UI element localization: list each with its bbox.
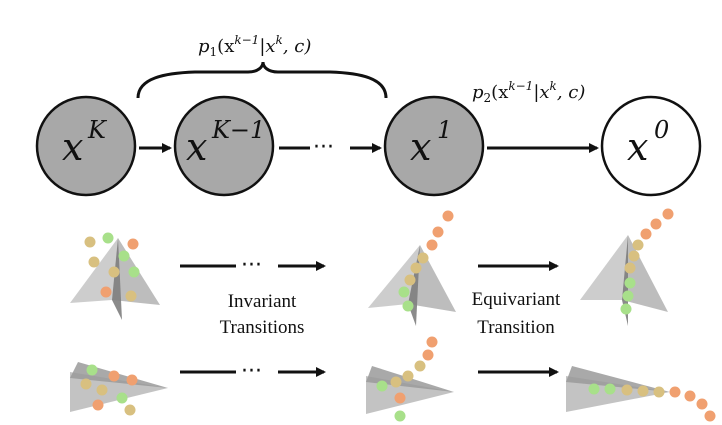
paper-plane-upright-2: [368, 245, 456, 326]
point-cloud-6: [588, 383, 716, 422]
node-xK-1: x K−1: [173, 95, 275, 197]
label-equivariant-1: Equivariant: [472, 289, 561, 310]
paper-plane-upright-1: [70, 238, 160, 320]
svg-text:x: x: [627, 125, 648, 169]
svg-text:K: K: [87, 116, 108, 144]
svg-text:x: x: [62, 125, 83, 169]
svg-text:1: 1: [437, 116, 452, 144]
point-cloud-5: [376, 336, 438, 422]
label-invariant-2: Transitions: [220, 317, 305, 338]
svg-text:x: x: [186, 125, 207, 169]
point-cloud-4: [80, 364, 138, 416]
ellipsis-top: ···: [313, 135, 334, 160]
svg-text:0: 0: [654, 116, 669, 144]
svg-text:x: x: [410, 125, 431, 169]
point-cloud-2: [398, 210, 454, 312]
node-x1: x 1: [383, 95, 485, 197]
svg-text:K−1: K−1: [211, 116, 265, 144]
label-invariant-1: Invariant: [228, 291, 297, 312]
ellipsis-mid: ···: [241, 253, 262, 278]
point-cloud-1: [84, 232, 140, 302]
ellipsis-bot: ···: [241, 359, 262, 384]
label-equivariant-2: Transition: [477, 317, 555, 338]
brace: [136, 61, 388, 99]
formula-p1: p1(xk−1|xk, c): [198, 33, 311, 59]
point-cloud-3: [620, 208, 674, 315]
node-xK: x K: [35, 95, 137, 197]
node-x0: x 0: [600, 95, 702, 197]
formula-p2: p2(xk−1|xk, c): [472, 79, 585, 105]
